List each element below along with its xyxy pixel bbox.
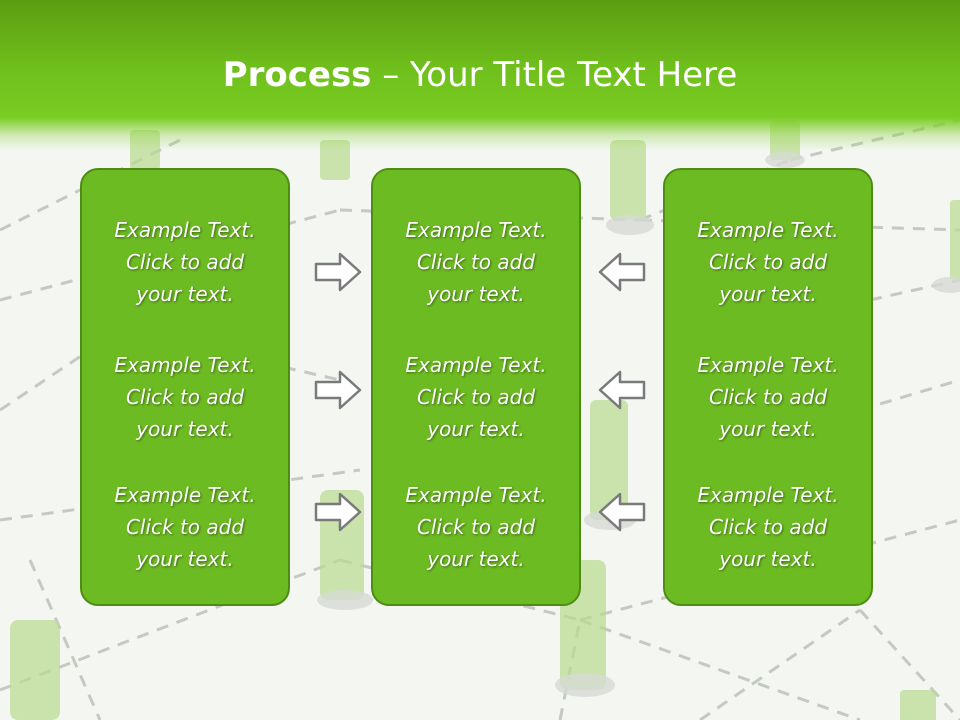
text-block[interactable]: Example Text. Click to add your text. (82, 349, 288, 445)
text-line: Example Text. (697, 483, 839, 507)
text-line: your text. (427, 282, 525, 306)
text-line: Example Text. (114, 218, 256, 242)
text-block[interactable]: Example Text. Click to add your text. (82, 479, 288, 575)
title-banner (0, 0, 960, 150)
text-line: Example Text. (405, 483, 547, 507)
text-line: Example Text. (114, 353, 256, 377)
text-line: your text. (719, 282, 817, 306)
text-block[interactable]: Example Text. Click to add your text. (665, 214, 871, 310)
arrow-left-icon (598, 492, 646, 532)
text-block[interactable]: Example Text. Click to add your text. (373, 349, 579, 445)
text-line: your text. (136, 282, 234, 306)
text-line: Click to add (125, 250, 245, 274)
arrow-right-icon (314, 252, 362, 292)
text-panel-right[interactable]: Example Text. Click to add your text. Ex… (663, 168, 873, 606)
text-line: Example Text. (114, 483, 256, 507)
text-line: your text. (427, 547, 525, 571)
text-line: Click to add (416, 385, 536, 409)
text-line: Click to add (708, 250, 828, 274)
text-line: Click to add (708, 515, 828, 539)
arrow-right-icon (314, 492, 362, 532)
text-line: Click to add (416, 515, 536, 539)
text-line: Example Text. (697, 218, 839, 242)
text-line: Example Text. (697, 353, 839, 377)
slide-title[interactable]: Process – Your Title Text Here (0, 50, 960, 100)
text-line: Click to add (125, 385, 245, 409)
arrow-right-icon (314, 370, 362, 410)
text-block[interactable]: Example Text. Click to add your text. (373, 479, 579, 575)
text-block[interactable]: Example Text. Click to add your text. (665, 479, 871, 575)
title-rest: – Your Title Text Here (371, 55, 738, 95)
text-line: your text. (136, 547, 234, 571)
arrow-left-icon (598, 252, 646, 292)
text-line: Click to add (125, 515, 245, 539)
title-bold: Process (222, 55, 372, 95)
text-line: Example Text. (405, 218, 547, 242)
text-line: Example Text. (405, 353, 547, 377)
text-line: your text. (136, 417, 234, 441)
text-block[interactable]: Example Text. Click to add your text. (82, 214, 288, 310)
text-panel-left[interactable]: Example Text. Click to add your text. Ex… (80, 168, 290, 606)
text-line: Click to add (708, 385, 828, 409)
arrow-left-icon (598, 370, 646, 410)
text-line: your text. (427, 417, 525, 441)
text-block[interactable]: Example Text. Click to add your text. (373, 214, 579, 310)
text-line: your text. (719, 547, 817, 571)
text-line: your text. (719, 417, 817, 441)
text-panel-center[interactable]: Example Text. Click to add your text. Ex… (371, 168, 581, 606)
text-line: Click to add (416, 250, 536, 274)
text-block[interactable]: Example Text. Click to add your text. (665, 349, 871, 445)
